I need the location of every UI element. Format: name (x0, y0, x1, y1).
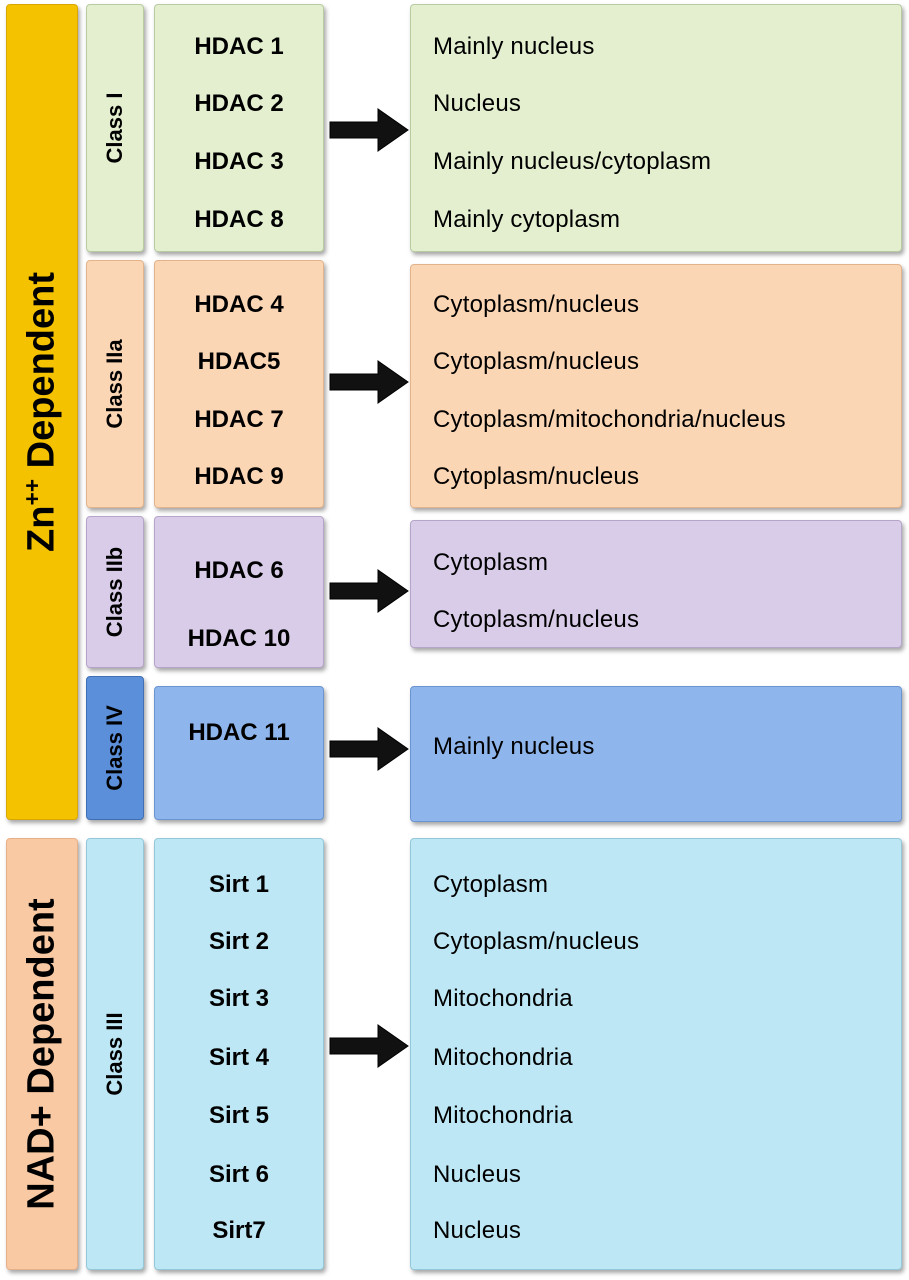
enzyme-name: HDAC 6 (194, 557, 284, 584)
class-iia-enzymes-box: HDAC 4 HDAC5 HDAC 7 HDAC 9 (154, 260, 324, 508)
class-iii-enzymes-box: Sirt 1 Sirt 2 Sirt 3 Sirt 4 Sirt 5 Sirt … (154, 838, 324, 1270)
nad-dependent-label: NAD+ Dependent (20, 898, 63, 1210)
class-iib-label-box: Class IIb (86, 516, 144, 668)
enzyme-name: HDAC 2 (194, 90, 284, 117)
enzyme-name: HDAC 10 (187, 625, 291, 652)
location-text: Cytoplasm (433, 871, 549, 898)
arrow-right-icon (329, 569, 409, 613)
class-iib-locations-box: Cytoplasm Cytoplasm/nucleus (410, 520, 902, 648)
enzyme-name: Sirt 6 (208, 1161, 270, 1188)
class-i-label: Class I (102, 92, 127, 164)
location-text: Cytoplasm/nucleus (433, 291, 640, 318)
zn-dependent-label: Zn++ Dependent (18, 272, 63, 552)
enzyme-name: HDAC 3 (194, 148, 284, 175)
enzyme-name: HDAC 1 (194, 33, 284, 60)
location-text: Nucleus (433, 1161, 522, 1188)
enzyme-name: HDAC 4 (194, 291, 284, 318)
enzyme-name: HDAC 7 (194, 406, 284, 433)
arrow-right-icon (329, 727, 409, 771)
class-iii-locations-box: Cytoplasm Cytoplasm/nucleus Mitochondria… (410, 838, 902, 1270)
location-text: Cytoplasm/mitochondria/nucleus (433, 406, 786, 433)
enzyme-name: HDAC5 (197, 348, 281, 375)
class-iv-locations-box: Mainly nucleus (410, 686, 902, 822)
enzyme-name: Sirt 1 (208, 871, 270, 898)
location-text: Mainly cytoplasm (433, 206, 621, 233)
enzyme-name: Sirt 4 (208, 1044, 270, 1071)
location-text: Mainly nucleus/cytoplasm (433, 148, 712, 175)
arrow-right-icon (329, 1024, 409, 1068)
enzyme-name: Sirt7 (212, 1217, 266, 1244)
enzyme-name: HDAC 9 (194, 463, 284, 490)
enzyme-name: HDAC 11 (188, 719, 290, 746)
class-iib-enzymes-box: HDAC 6 HDAC 10 (154, 516, 324, 668)
enzyme-name: Sirt 2 (208, 928, 270, 955)
location-text: Cytoplasm/nucleus (433, 928, 640, 955)
location-text: Mitochondria (433, 985, 573, 1012)
class-iia-locations-box: Cytoplasm/nucleus Cytoplasm/nucleus Cyto… (410, 264, 902, 508)
class-iia-label-box: Class IIa (86, 260, 144, 508)
location-text: Cytoplasm/nucleus (433, 606, 640, 633)
class-iv-label-box: Class IV (86, 676, 144, 820)
location-text: Mainly nucleus (433, 733, 595, 760)
class-i-locations-box: Mainly nucleus Nucleus Mainly nucleus/cy… (410, 4, 902, 252)
arrow-right-icon (329, 360, 409, 404)
class-iia-label: Class IIa (102, 339, 127, 429)
location-text: Mainly nucleus (433, 33, 595, 60)
class-iv-enzymes-box: HDAC 11 (154, 686, 324, 820)
location-text: Cytoplasm/nucleus (433, 348, 640, 375)
zn-dependent-group: Zn++ Dependent (6, 4, 78, 820)
class-i-enzymes-box: HDAC 1 HDAC 2 HDAC 3 HDAC 8 (154, 4, 324, 252)
class-iii-label: Class III (102, 1012, 127, 1096)
enzyme-name: Sirt 3 (208, 985, 270, 1012)
location-text: Nucleus (433, 90, 522, 117)
location-text: Nucleus (433, 1217, 522, 1244)
location-text: Cytoplasm/nucleus (433, 463, 640, 490)
class-i-label-box: Class I (86, 4, 144, 252)
nad-dependent-group: NAD+ Dependent (6, 838, 78, 1270)
class-iib-label: Class IIb (102, 546, 127, 638)
arrow-right-icon (329, 108, 409, 152)
location-text: Cytoplasm (433, 549, 549, 576)
class-iv-label: Class IV (102, 705, 127, 791)
location-text: Mitochondria (433, 1102, 573, 1129)
class-iii-label-box: Class III (86, 838, 144, 1270)
enzyme-name: Sirt 5 (208, 1102, 270, 1129)
location-text: Mitochondria (433, 1044, 573, 1071)
enzyme-name: HDAC 8 (194, 206, 284, 233)
